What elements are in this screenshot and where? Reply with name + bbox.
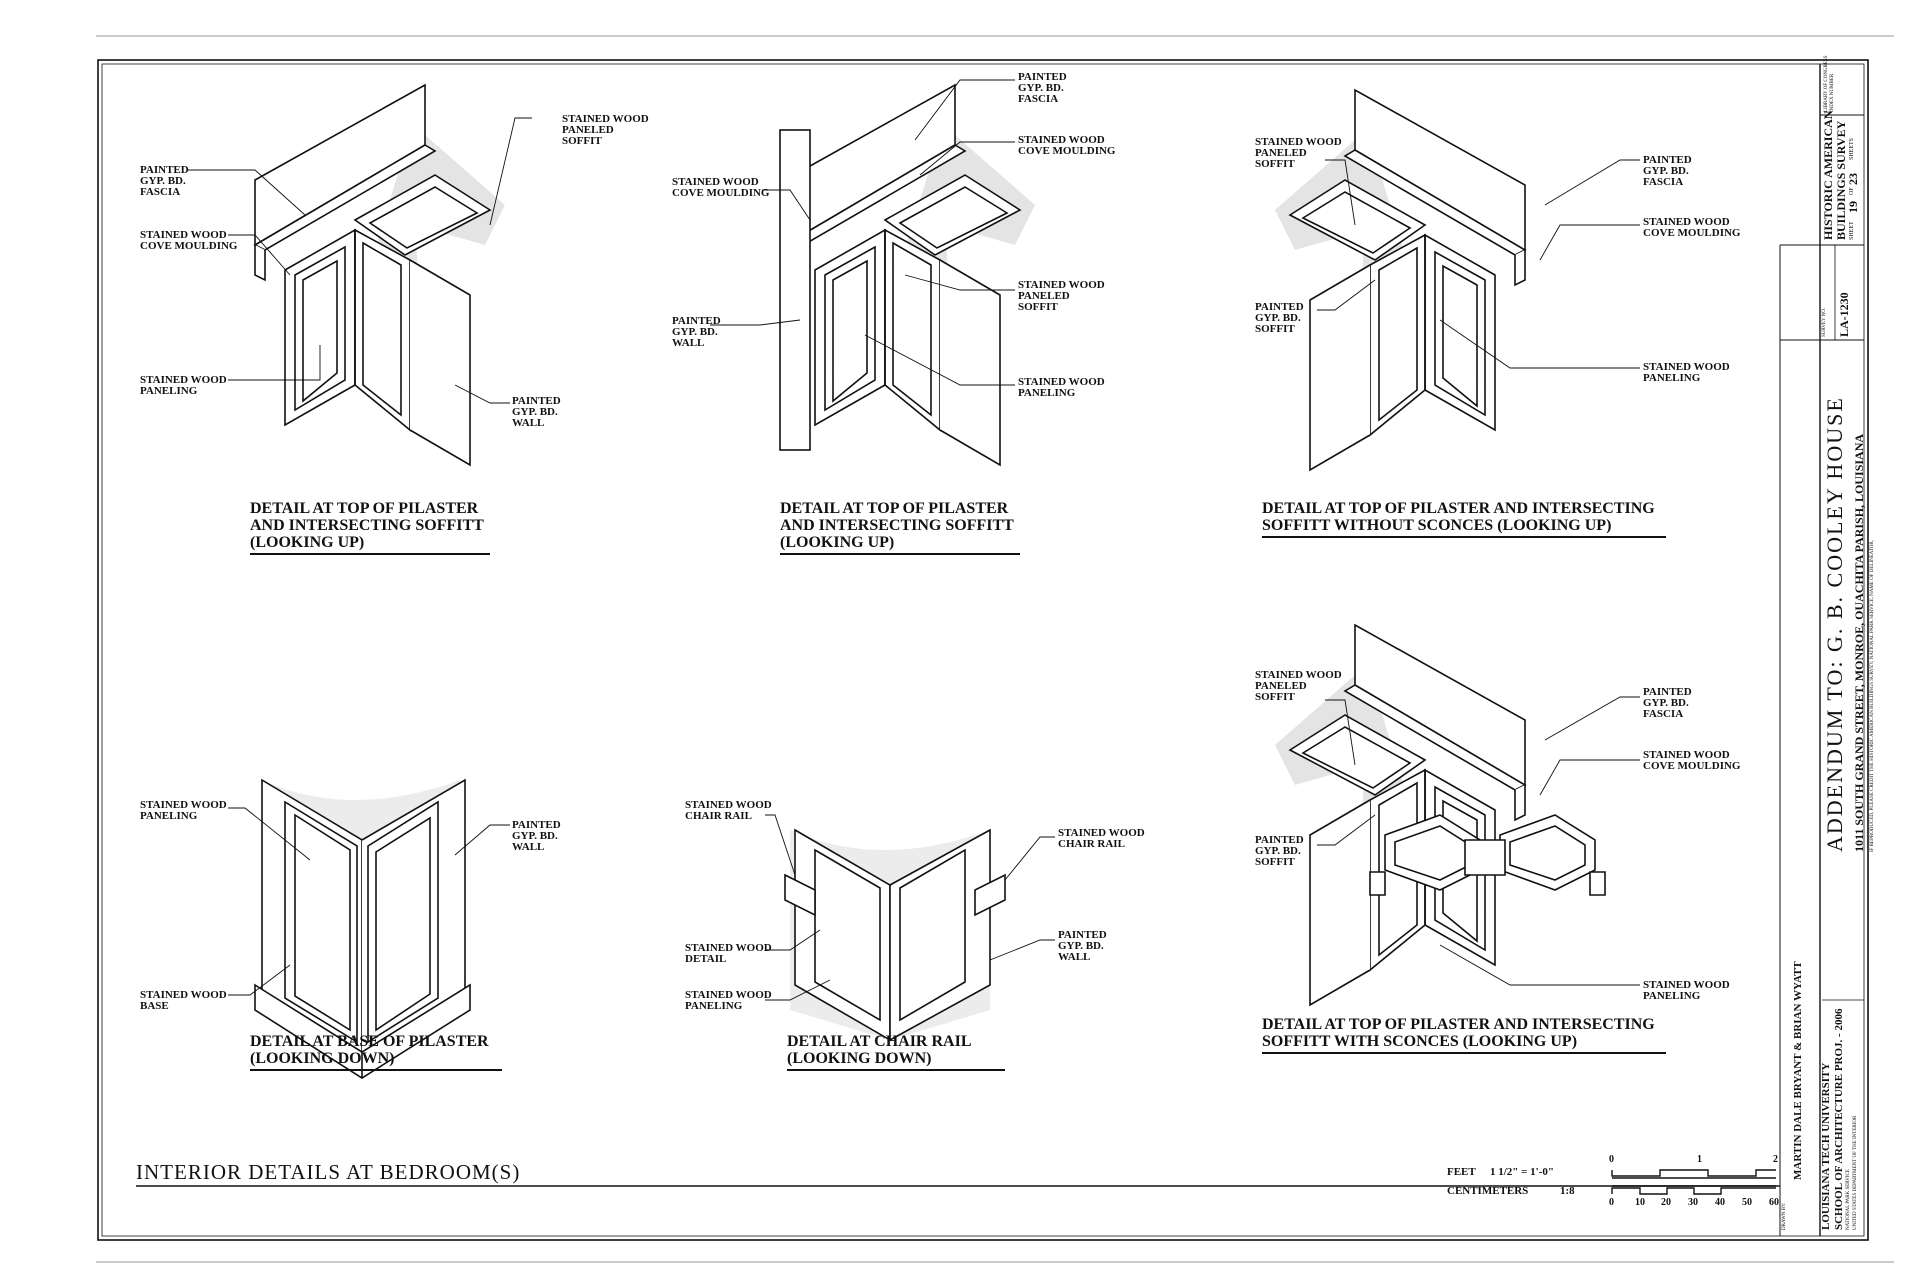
label-paneled-soffit: STAINED WOOD PANELED SOFFIT (1018, 279, 1105, 313)
label-wood-base: STAINED WOOD BASE (140, 989, 227, 1012)
label-wood-paneling: STAINED WOOD PANELING (1018, 376, 1105, 399)
sheet-title: INTERIOR DETAILS AT BEDROOM(S) (136, 1160, 521, 1184)
survey-no-label: SURVEY NO. (1822, 307, 1827, 337)
label-painted-gyp-fascia: PAINTED GYP. BD. FASCIA (1643, 154, 1692, 188)
label-cove-moulding: STAINED WOOD COVE MOULDING (672, 176, 770, 199)
scale-feet-label: FEET (1447, 1166, 1476, 1178)
label-cove-moulding: STAINED WOOD COVE MOULDING (140, 229, 238, 252)
agency-name: HISTORIC AMERICAN BUILDINGS SURVEY (1821, 110, 1848, 240)
scale-feet-ratio: 1 1/2" = 1'-0" (1490, 1166, 1555, 1178)
label-painted-gyp-soffit: PAINTED GYP. BD. SOFFIT (1255, 834, 1304, 868)
scale-cm-tick: 60 (1769, 1197, 1779, 1208)
caption-detail-6: DETAIL AT TOP OF PILASTER AND INTERSECTI… (1262, 1016, 1666, 1054)
scale-cm-tick: 10 (1635, 1197, 1645, 1208)
scale-cm-tick: 20 (1661, 1197, 1671, 1208)
graphic-scale (1611, 1169, 1776, 1195)
label-painted-gyp-wall: PAINTED GYP. BD. WALL (672, 315, 721, 349)
scale-cm-tick: 0 (1609, 1197, 1614, 1208)
sheet-number: 19 (1846, 201, 1860, 213)
label-paneled-soffit: STAINED WOOD PANELED SOFFIT (562, 113, 649, 147)
caption-detail-1: DETAIL AT TOP OF PILASTER AND INTERSECTI… (250, 500, 490, 555)
label-wood-detail: STAINED WOOD DETAIL (685, 942, 772, 965)
label-wood-paneling: STAINED WOOD PANELING (1643, 361, 1730, 384)
label-wood-paneling: STAINED WOOD PANELING (1643, 979, 1730, 1002)
label-chair-rail: STAINED WOOD CHAIR RAIL (1058, 827, 1145, 850)
label-painted-gyp-wall: PAINTED GYP. BD. WALL (512, 819, 561, 853)
nps: NATIONAL PARK SERVICE (1846, 1169, 1851, 1230)
credit-note: IF REPRODUCED, PLEASE CREDIT THE HISTORI… (1870, 540, 1875, 852)
project-address: 1011 SOUTH GRAND STREET, MONROE, OUACHIT… (1852, 433, 1866, 852)
label-wood-paneling: STAINED WOOD PANELING (140, 799, 227, 822)
interior-dept: UNITED STATES DEPARTMENT OF THE INTERIOR (1853, 1115, 1858, 1230)
drawn-by: MARTIN DALE BRYANT & BRIAN WYATT (1792, 961, 1804, 1180)
label-chair-rail: STAINED WOOD CHAIR RAIL (685, 799, 772, 822)
caption-detail-4: DETAIL AT BASE OF PILASTER (LOOKING DOWN… (250, 1033, 502, 1071)
label-painted-gyp-wall: PAINTED GYP. BD. WALL (1058, 929, 1107, 963)
scale-feet-tick: 0 (1609, 1154, 1614, 1165)
label-cove-moulding: STAINED WOOD COVE MOULDING (1643, 216, 1741, 239)
project-title: ADDENDUM TO: G. B. COOLEY HOUSE (1822, 396, 1847, 852)
label-paneled-soffit: STAINED WOOD PANELED SOFFIT (1255, 136, 1342, 170)
caption-detail-3: DETAIL AT TOP OF PILASTER AND INTERSECTI… (1262, 500, 1666, 538)
scale-cm-tick: 50 (1742, 1197, 1752, 1208)
sheet-label: SHEET (1849, 221, 1855, 240)
label-wood-paneling: STAINED WOOD PANELING (685, 989, 772, 1012)
library-note: LIBRARY OF CONGRESS INDEX NUMBER (1824, 55, 1835, 113)
sheet-total: 23 (1846, 173, 1860, 185)
caption-detail-5: DETAIL AT CHAIR RAIL (LOOKING DOWN) (787, 1033, 1005, 1071)
label-painted-gyp-fascia: PAINTED GYP. BD. FASCIA (140, 164, 189, 198)
scale-feet-tick: 1 (1697, 1154, 1702, 1165)
label-painted-gyp-wall: PAINTED GYP. BD. WALL (512, 395, 561, 429)
scale-cm-tick: 30 (1688, 1197, 1698, 1208)
scale-cm-label: CENTIMETERS (1447, 1185, 1529, 1197)
label-painted-gyp-soffit: PAINTED GYP. BD. SOFFIT (1255, 301, 1304, 335)
sheets-label: SHEETS (1849, 137, 1855, 160)
label-paneled-soffit: STAINED WOOD PANELED SOFFIT (1255, 669, 1342, 703)
scale-cm-tick: 40 (1715, 1197, 1725, 1208)
label-wood-paneling: STAINED WOOD PANELING (140, 374, 227, 397)
university: LOUISIANA TECH UNIVERSITY (1820, 1062, 1832, 1230)
caption-detail-2: DETAIL AT TOP OF PILASTER AND INTERSECTI… (780, 500, 1020, 555)
label-painted-gyp-fascia: PAINTED GYP. BD. FASCIA (1643, 686, 1692, 720)
scale-feet-tick: 2 (1773, 1154, 1778, 1165)
drawn-by-label: DRAWN BY: (1782, 1202, 1787, 1230)
school: SCHOOL OF ARCHITECTURE PROJ. - 2006 (1833, 1008, 1845, 1230)
label-cove-moulding: STAINED WOOD COVE MOULDING (1643, 749, 1741, 772)
label-cove-moulding: STAINED WOOD COVE MOULDING (1018, 134, 1116, 157)
survey-number: LA-1230 (1837, 292, 1851, 337)
label-painted-gyp-fascia: PAINTED GYP. BD. FASCIA (1018, 71, 1067, 105)
scale-cm-ratio: 1:8 (1560, 1185, 1575, 1197)
sheet-of: OF (1849, 187, 1855, 195)
